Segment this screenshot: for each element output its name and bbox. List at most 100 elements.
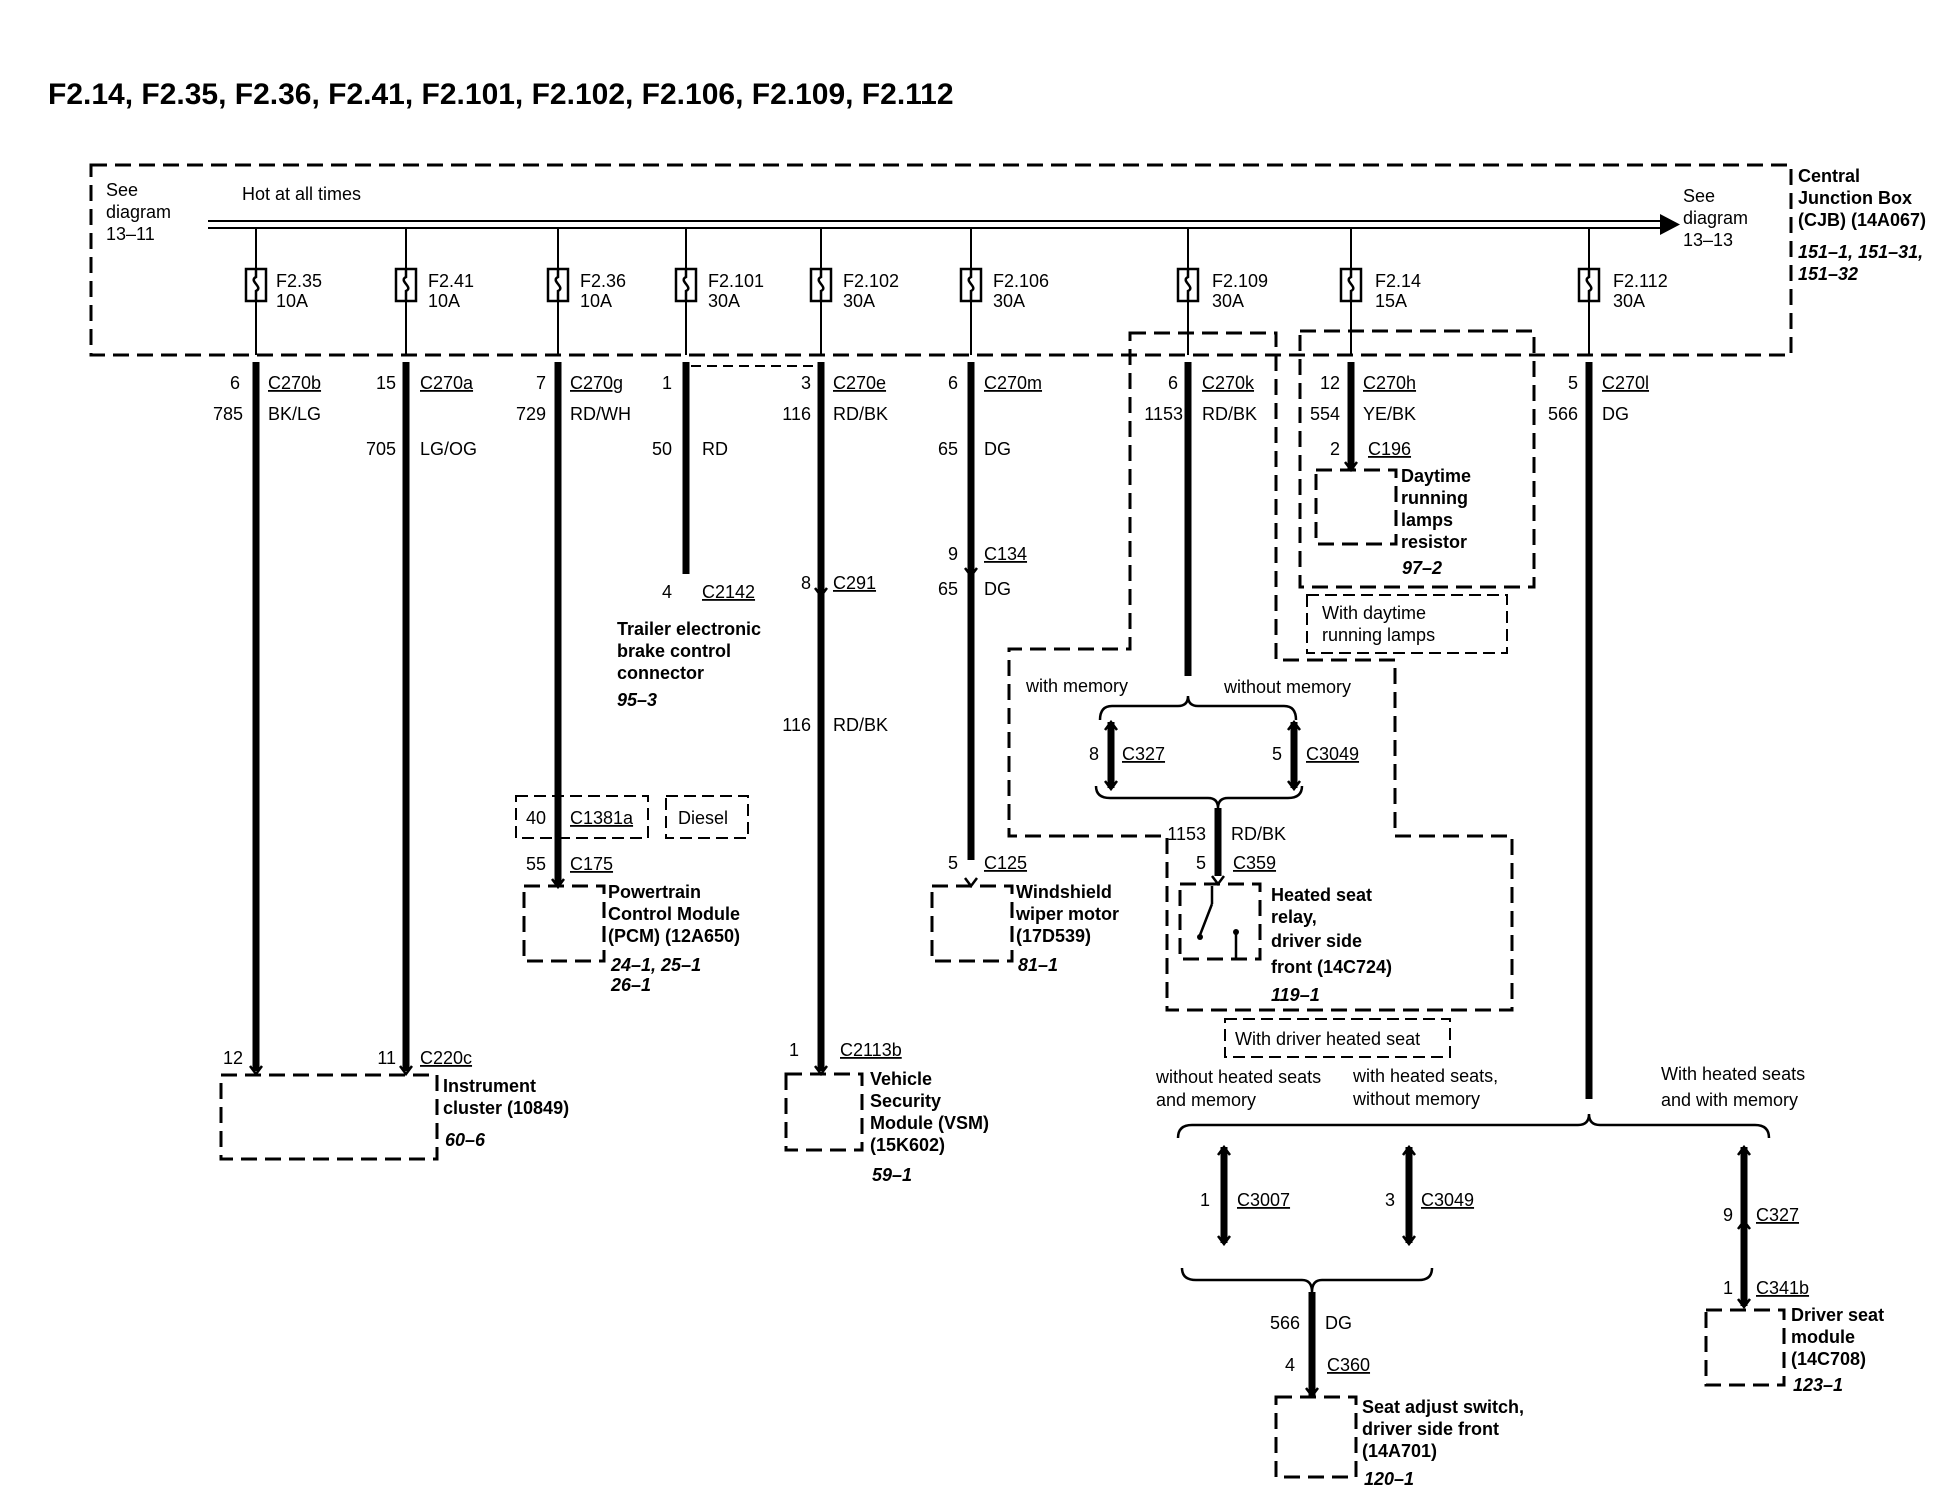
svg-text:module: module xyxy=(1791,1327,1855,1347)
cjb-connector-pins: 6 C270b 15 C270a 7 C270g 1 3 C270e 6 C27… xyxy=(230,373,1649,393)
svg-text:11: 11 xyxy=(377,1048,396,1068)
svg-text:Vehicle: Vehicle xyxy=(870,1069,932,1089)
fuse-F2.101: F2.101 30A xyxy=(674,228,764,311)
svg-text:C220c: C220c xyxy=(420,1048,472,1068)
driver-seat-module: 1 C341b Driver seat module (14C708) 123–… xyxy=(1704,1278,1884,1395)
svg-text:(PCM) (12A650): (PCM) (12A650) xyxy=(608,926,740,946)
svg-text:connector: connector xyxy=(617,663,704,683)
svg-text:30A: 30A xyxy=(993,291,1025,311)
heated-seat-note: With driver heated seat xyxy=(1224,1018,1451,1058)
drl-resistor: 2 C196 Daytime running lamps resistor 97… xyxy=(1314,439,1471,578)
svg-text:F2.102: F2.102 xyxy=(843,271,899,291)
svg-text:DG: DG xyxy=(984,439,1011,459)
svg-text:relay,: relay, xyxy=(1271,907,1317,927)
svg-text:C2113b: C2113b xyxy=(840,1040,902,1060)
svg-text:RD/BK: RD/BK xyxy=(1202,404,1257,424)
svg-text:Driver seat: Driver seat xyxy=(1791,1305,1884,1325)
svg-text:(14C708): (14C708) xyxy=(1791,1349,1866,1369)
svg-text:C341b: C341b xyxy=(1756,1278,1809,1298)
svg-text:(CJB) (14A067): (CJB) (14A067) xyxy=(1798,210,1926,230)
svg-text:Central: Central xyxy=(1798,166,1860,186)
svg-text:(17D539): (17D539) xyxy=(1016,926,1091,946)
svg-text:brake control: brake control xyxy=(617,641,731,661)
svg-text:F2.109: F2.109 xyxy=(1212,271,1268,291)
seat-split: without heated seats and memory with hea… xyxy=(1155,1064,1805,1396)
fuse-F2.35: F2.35 10A xyxy=(244,228,322,311)
svg-text:DG: DG xyxy=(984,579,1011,599)
svg-text:50: 50 xyxy=(652,439,672,459)
svg-text:2: 2 xyxy=(1330,439,1340,459)
svg-text:C359: C359 xyxy=(1233,853,1276,873)
svg-text:LG/OG: LG/OG xyxy=(420,439,477,459)
svg-text:15A: 15A xyxy=(1375,291,1407,311)
svg-text:729: 729 xyxy=(516,404,546,424)
pcm-module: 40 C1381a Diesel 55 C175 Powertrain Cont… xyxy=(515,795,749,995)
seat-adjust-switch: 566 DG 4 C360 Seat adjust switch, driver… xyxy=(1270,1313,1524,1489)
svg-text:(15K602): (15K602) xyxy=(870,1135,945,1155)
svg-text:65: 65 xyxy=(938,439,958,459)
svg-text:60–6: 60–6 xyxy=(445,1130,486,1150)
svg-text:C270k: C270k xyxy=(1202,373,1255,393)
cjb-name-label: Central Junction Box (CJB) (14A067) 151–… xyxy=(1798,166,1926,284)
svg-text:F2.112: F2.112 xyxy=(1613,271,1668,291)
svg-text:DG: DG xyxy=(1325,1313,1352,1333)
main-wires xyxy=(252,362,1593,1099)
svg-text:See: See xyxy=(1683,186,1715,206)
svg-text:1: 1 xyxy=(1200,1190,1210,1210)
svg-text:7: 7 xyxy=(536,373,546,393)
svg-text:9: 9 xyxy=(948,544,958,564)
svg-text:3: 3 xyxy=(1385,1190,1395,1210)
svg-text:with memory: with memory xyxy=(1025,676,1128,696)
svg-text:C270b: C270b xyxy=(268,373,321,393)
power-bus xyxy=(208,214,1680,235)
svg-text:26–1: 26–1 xyxy=(610,975,651,995)
svg-text:RD/BK: RD/BK xyxy=(1231,824,1286,844)
svg-text:C134: C134 xyxy=(984,544,1027,564)
svg-text:C270g: C270g xyxy=(570,373,623,393)
svg-text:5: 5 xyxy=(1272,744,1282,764)
svg-text:F2.14: F2.14 xyxy=(1375,271,1421,291)
svg-text:Seat adjust switch,: Seat adjust switch, xyxy=(1362,1397,1524,1417)
svg-text:Security: Security xyxy=(870,1091,941,1111)
svg-text:RD/BK: RD/BK xyxy=(833,404,888,424)
wiper-inline-connector: 9 C134 65 DG xyxy=(938,544,1027,599)
svg-text:RD/BK: RD/BK xyxy=(833,715,888,735)
svg-text:YE/BK: YE/BK xyxy=(1363,404,1416,424)
svg-text:10A: 10A xyxy=(428,291,460,311)
svg-text:8: 8 xyxy=(801,573,811,593)
svg-text:Instrument: Instrument xyxy=(443,1076,536,1096)
svg-text:RD: RD xyxy=(702,439,728,459)
fuse-F2.102: F2.102 30A xyxy=(809,228,899,311)
fuse-output-taps xyxy=(255,301,1590,355)
svg-text:Control Module: Control Module xyxy=(608,904,740,924)
svg-text:diagram: diagram xyxy=(1683,208,1748,228)
svg-text:97–2: 97–2 xyxy=(1402,558,1442,578)
svg-text:24–1, 25–1: 24–1, 25–1 xyxy=(610,955,701,975)
svg-text:C1381a: C1381a xyxy=(570,808,634,828)
svg-text:C175: C175 xyxy=(570,854,613,874)
svg-text:C2142: C2142 xyxy=(702,582,755,602)
svg-text:1: 1 xyxy=(789,1040,799,1060)
svg-text:566: 566 xyxy=(1270,1313,1300,1333)
svg-text:and memory: and memory xyxy=(1156,1090,1256,1110)
heated-seat-relay: 1153 RD/BK 5 C359 Heated seat relay, dri… xyxy=(1167,824,1392,1005)
fuse-F2.36: F2.36 10A xyxy=(546,228,626,311)
svg-text:Daytime: Daytime xyxy=(1401,466,1471,486)
svg-text:9: 9 xyxy=(1723,1205,1733,1225)
svg-text:4: 4 xyxy=(1285,1355,1295,1375)
memory-split: with memory without memory 8 C327 5 C304… xyxy=(1025,676,1359,876)
trailer-brake-connector: 4 C2142 Trailer electronic brake control… xyxy=(617,582,761,710)
svg-text:resistor: resistor xyxy=(1401,532,1467,552)
svg-text:1153: 1153 xyxy=(1167,824,1206,844)
svg-text:Heated seat: Heated seat xyxy=(1271,885,1372,905)
drl-note: With daytime running lamps xyxy=(1306,594,1508,654)
svg-text:3: 3 xyxy=(801,373,811,393)
svg-text:F2.36: F2.36 xyxy=(580,271,626,291)
svg-text:With driver heated seat: With driver heated seat xyxy=(1235,1029,1420,1049)
svg-text:C270h: C270h xyxy=(1363,373,1416,393)
svg-text:Powertrain: Powertrain xyxy=(608,882,701,902)
svg-text:116: 116 xyxy=(782,404,811,424)
svg-text:driver side: driver side xyxy=(1271,931,1362,951)
svg-text:5: 5 xyxy=(1568,373,1578,393)
